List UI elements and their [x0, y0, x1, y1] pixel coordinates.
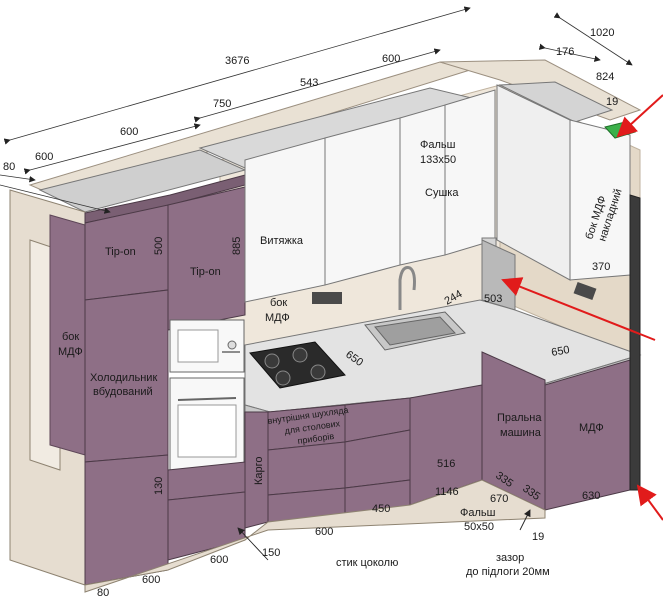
dim-1146: 1146	[435, 486, 459, 498]
label-tip-on-2: Tip-on	[190, 266, 221, 278]
dim-1020: 1020	[590, 27, 614, 39]
base-right-front	[544, 359, 631, 511]
upper-cabinet-dryer-1	[399, 104, 446, 266]
oven-window	[177, 404, 237, 458]
oven-column-base-2	[167, 491, 246, 561]
right-dark-panel	[629, 194, 641, 491]
dim-516: 516	[437, 458, 455, 470]
dim-600-d: 600	[210, 554, 228, 566]
dim-600-b: 600	[35, 151, 53, 163]
dim-670: 670	[490, 493, 508, 505]
faucet	[398, 266, 416, 310]
label-falsh-1: Фальш	[420, 139, 456, 151]
burner-4	[310, 364, 326, 380]
dim-650-b: 650	[550, 344, 570, 359]
label-gap-2: до підлоги 20мм	[466, 566, 550, 578]
dim-19-bottom: 19	[532, 531, 544, 543]
dim-824: 824	[596, 71, 614, 83]
label-bok-mdf-center-2: МДФ	[265, 312, 290, 324]
dim-503: 503	[484, 293, 502, 305]
socket-right	[573, 281, 597, 301]
dim-600-a: 600	[120, 126, 138, 138]
label-fridge-2: вбудований	[93, 386, 153, 398]
burner-3	[275, 370, 291, 386]
dim-630: 630	[582, 490, 600, 502]
ceiling-panel-3	[498, 81, 614, 123]
dim-3676: 3676	[225, 55, 249, 67]
label-mdf-right: МДФ	[579, 422, 604, 434]
label-falsh-bottom-1: Фальш	[460, 507, 496, 519]
label-dryer: Сушка	[425, 187, 459, 199]
label-hood: Витяжка	[260, 235, 304, 247]
dim-150: 150	[262, 547, 280, 559]
dim-80-bottom: 80	[97, 587, 109, 599]
microwave-window	[177, 329, 219, 363]
oven-handle	[177, 397, 237, 401]
label-tip-on-1: Tip-on	[105, 246, 136, 258]
upper-cabinet-2	[324, 117, 401, 286]
dim-450: 450	[372, 503, 390, 515]
dim-750: 750	[213, 98, 231, 110]
dim-19-top: 19	[606, 96, 618, 108]
label-fridge-1: Холодильник	[90, 372, 157, 384]
dim-885: 885	[231, 237, 243, 255]
dim-600-e: 600	[142, 574, 160, 586]
label-washer-2: машина	[500, 427, 542, 439]
dim-600-top: 600	[382, 53, 400, 65]
dim-543: 543	[300, 77, 318, 89]
dim-176: 176	[556, 46, 574, 58]
dim-130: 130	[153, 477, 165, 495]
red-arrow-top	[616, 94, 663, 138]
label-bok-mdf-left-1: бок	[62, 331, 79, 343]
label-bok-mdf-left-2: МДФ	[58, 346, 83, 358]
burner-2	[292, 347, 308, 363]
dim-80-top: 80	[3, 161, 15, 173]
sink-bowl	[374, 316, 456, 346]
upper-cabinet-hood	[244, 137, 326, 303]
red-arrow-falsh	[501, 277, 656, 341]
plinth	[84, 479, 546, 593]
label-bok-mdf-center-1: бок	[270, 297, 287, 309]
label-gap-1: зазор	[496, 552, 524, 564]
red-arrow-bottom	[636, 484, 663, 521]
dim-600-c: 600	[315, 526, 333, 538]
upper-cabinet-dryer-2	[444, 89, 496, 256]
leader-lines	[222, 351, 531, 561]
label-falsh-2: 133х50	[420, 154, 456, 166]
microwave-knob	[227, 340, 237, 350]
dimension-lines	[0, 6, 633, 214]
dim-500: 500	[153, 237, 165, 255]
label-plinth-joint: стик цоколю	[336, 557, 398, 569]
burner-1	[264, 353, 280, 369]
fridge-base-door	[84, 454, 169, 586]
oven-column-upper	[167, 186, 246, 331]
label-falsh-bottom-2: 50х50	[464, 521, 494, 533]
label-washer-1: Пральна	[497, 412, 542, 424]
base-drawer-2	[267, 441, 346, 496]
dim-370: 370	[592, 261, 610, 273]
socket-left	[312, 292, 342, 304]
label-cargo: Карго	[253, 456, 265, 485]
